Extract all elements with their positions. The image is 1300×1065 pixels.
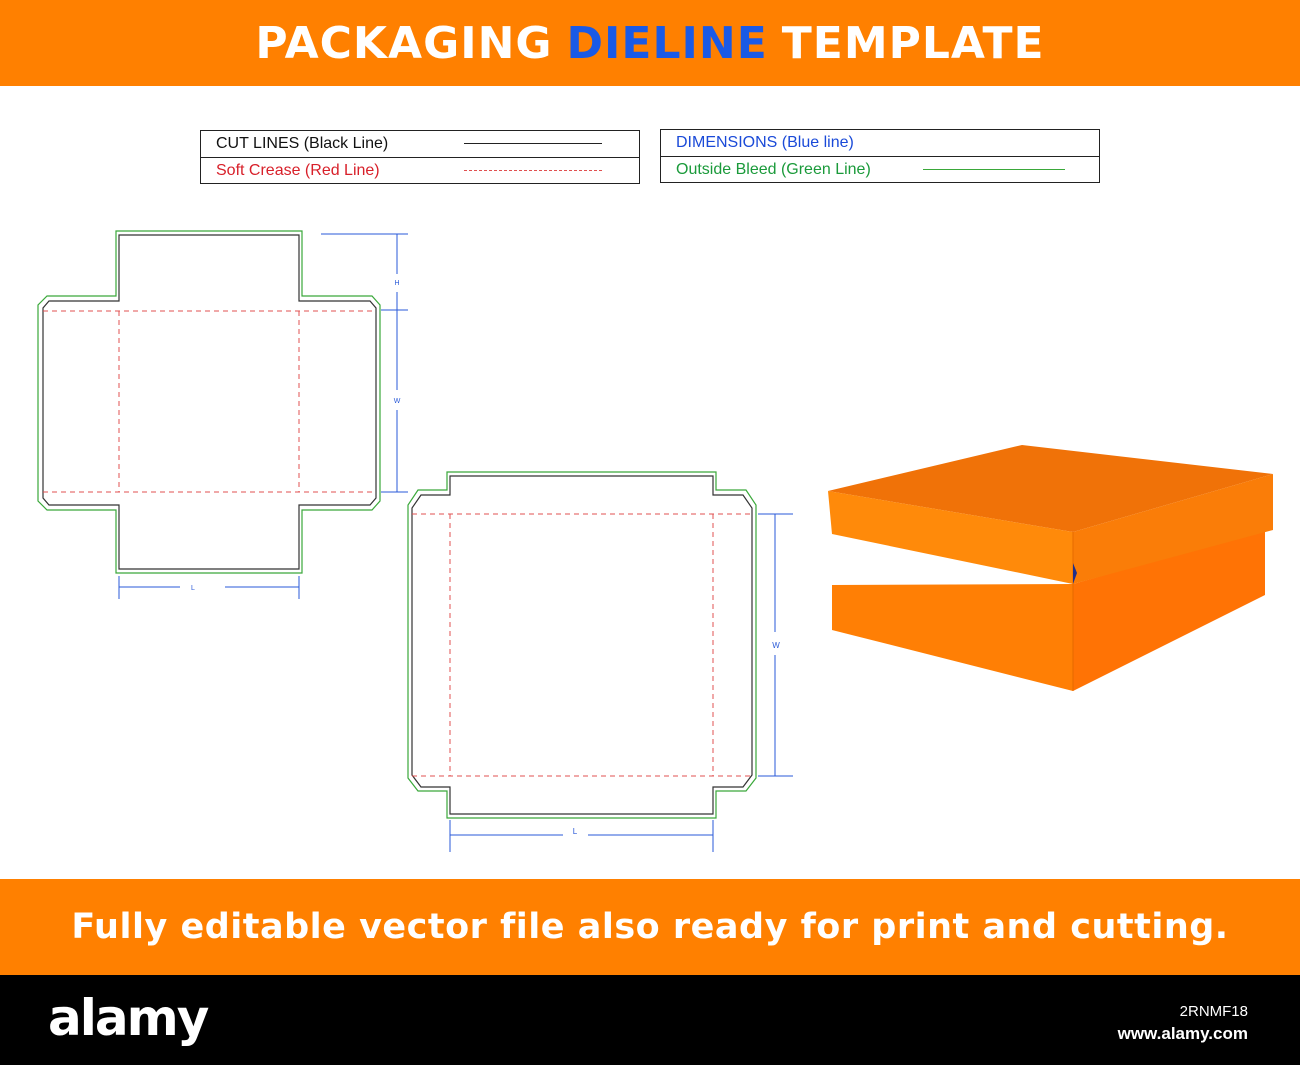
watermark-info: 2RNMF18 www.alamy.com — [1118, 1001, 1248, 1045]
dieline-1-width-label: W — [394, 398, 401, 405]
dieline-2-width-label: W — [772, 641, 780, 650]
dieline-2-dimensions — [449, 513, 793, 852]
dieline-1-height-label: H — [394, 280, 399, 287]
legend-outside-bleed: Outside Bleed (Green Line) — [661, 156, 1099, 182]
dieline-2-cut — [411, 475, 753, 815]
cut-line-sample — [464, 143, 602, 144]
box-lid-gap — [1073, 563, 1077, 584]
site-url: www.alamy.com — [1117, 1024, 1248, 1043]
footer-banner: Fully editable vector file also ready fo… — [0, 879, 1300, 975]
box-lid-right — [1073, 474, 1273, 584]
dieline-2-length-label: L — [573, 827, 578, 836]
dieline-1-dimensions — [118, 233, 408, 599]
footer-banner-text: Fully editable vector file also ready fo… — [71, 907, 1229, 947]
dieline-1-cut — [42, 234, 377, 570]
box-body-front — [832, 584, 1073, 691]
alamy-logo: alamy — [48, 989, 209, 1047]
legend-cut-lines: CUT LINES (Black Line) — [201, 131, 639, 157]
dieline-2: W L — [407, 471, 793, 852]
image-id: 2RNMF18 — [1179, 1003, 1248, 1020]
title-accent: DIELINE — [566, 17, 768, 69]
dieline-artwork: H W L W L — [37, 230, 1273, 852]
title-part-1: PACKAGING — [255, 17, 553, 69]
dieline-1: H W L — [37, 230, 408, 599]
box-lid-front — [828, 491, 1073, 584]
legend-dimensions: DIMENSIONS (Blue line) — [661, 130, 1099, 156]
dieline-1-bleed — [37, 230, 381, 574]
watermark-footer: alamy 2RNMF18 www.alamy.com — [0, 975, 1300, 1065]
header-banner: PACKAGING DIELINE TEMPLATE — [0, 0, 1300, 86]
title-part-2: TEMPLATE — [781, 17, 1045, 69]
legend-soft-crease-label: Soft Crease (Red Line) — [216, 162, 380, 179]
dieline-1-creases — [43, 310, 376, 493]
legend-outside-bleed-label: Outside Bleed (Green Line) — [676, 161, 871, 178]
dieline-2-bleed — [407, 471, 757, 819]
crease-line-sample — [464, 170, 602, 171]
legend-soft-crease: Soft Crease (Red Line) — [201, 157, 639, 183]
legend-dimensions-label: DIMENSIONS (Blue line) — [676, 134, 854, 151]
box-lid-top — [828, 445, 1273, 532]
dieline-2-creases — [412, 513, 752, 777]
box-3d-illustration — [828, 445, 1273, 691]
legend-left: CUT LINES (Black Line) Soft Crease (Red … — [200, 130, 640, 184]
legend-cut-lines-label: CUT LINES (Black Line) — [216, 135, 389, 152]
box-body-right — [1073, 530, 1265, 691]
dieline-1-length-label: L — [191, 585, 195, 592]
legend-right: DIMENSIONS (Blue line) Outside Bleed (Gr… — [660, 129, 1100, 183]
bleed-line-sample — [923, 169, 1065, 170]
